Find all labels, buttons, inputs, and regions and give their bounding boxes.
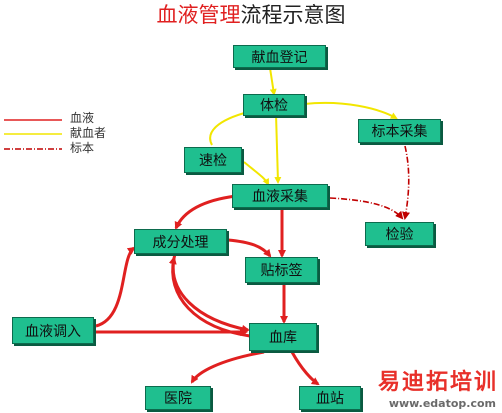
node-labeling: 贴标签 <box>245 257 318 283</box>
title-accent: 血液管理 <box>156 3 241 27</box>
node-transfer-in: 血液调入 <box>12 317 94 344</box>
node-component: 成分处理 <box>134 229 227 254</box>
legend-label-blood: 血液 <box>70 111 95 125</box>
title-rest: 流程示意图 <box>240 3 346 27</box>
sample-flow-lines <box>329 145 410 220</box>
node-hospital: 医院 <box>145 386 211 410</box>
legend-label-donor: 献血者 <box>70 126 107 140</box>
node-exam: 体检 <box>243 94 305 116</box>
watermark-logo: 易迪拓培训 www.edatop.com <box>342 369 502 413</box>
legend-label-sample: 标本 <box>70 141 95 155</box>
node-blood-station: 血站 <box>299 386 361 410</box>
watermark-url: www.edatop.com <box>388 397 496 410</box>
node-inspection: 检验 <box>365 222 434 246</box>
node-quick-test: 速检 <box>184 147 242 173</box>
watermark-brand: 易迪拓培训 <box>377 370 498 395</box>
node-blood-collect: 血液采集 <box>232 184 328 208</box>
page-title: 血液管理流程示意图 <box>0 2 502 28</box>
node-donor-register: 献血登记 <box>233 45 326 68</box>
node-sample-collect: 标本采集 <box>358 119 441 143</box>
node-blood-bank: 血库 <box>249 323 317 351</box>
blood-flow-lines <box>95 194 320 386</box>
donor-flow-lines <box>209 67 398 186</box>
